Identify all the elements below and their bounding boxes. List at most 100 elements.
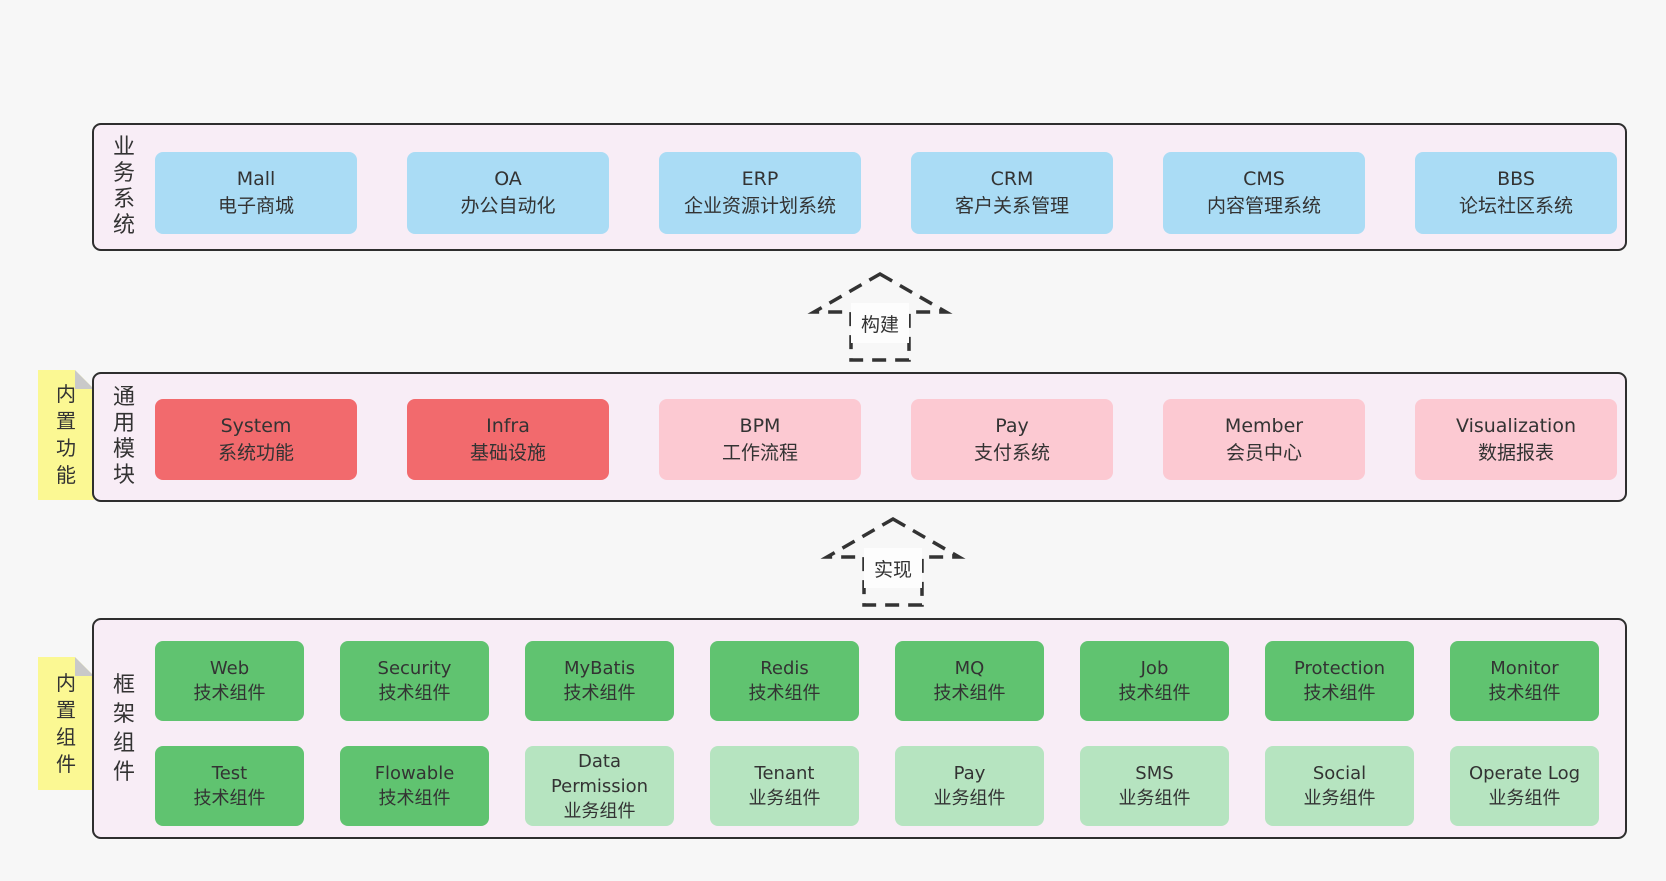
box-title: BPM bbox=[739, 414, 781, 437]
box-title: ERP bbox=[741, 168, 779, 190]
box-subtitle: 电子商城 bbox=[217, 195, 294, 217]
box-subtitle: 业务组件 bbox=[1303, 788, 1376, 809]
box-title: Protection bbox=[1293, 658, 1386, 679]
box-subtitle: 技术组件 bbox=[933, 683, 1006, 704]
box-subtitle: 技术组件 bbox=[563, 683, 636, 704]
box-oa: OA 办公自动化 bbox=[407, 152, 609, 234]
box-subtitle: 业务组件 bbox=[748, 788, 821, 809]
box-title: Test bbox=[211, 763, 248, 784]
band-components-label: 框 架 组 件 bbox=[112, 672, 135, 785]
box-subtitle: 业务组件 bbox=[1118, 788, 1191, 809]
box-subtitle: 基础设施 bbox=[469, 441, 546, 464]
arrow-implement-label: 实现 bbox=[864, 548, 922, 588]
box-title: Visualization bbox=[1455, 414, 1576, 437]
box-pay-biz: Pay 业务组件 bbox=[895, 746, 1044, 826]
sticky-note-builtin-components: 内 置 组 件 bbox=[38, 657, 94, 790]
box-title: Monitor bbox=[1490, 658, 1559, 679]
box-title: Pay bbox=[995, 414, 1029, 437]
box-test: Test 技术组件 bbox=[155, 746, 304, 826]
box-mq: MQ 技术组件 bbox=[895, 641, 1044, 721]
box-job: Job 技术组件 bbox=[1080, 641, 1229, 721]
box-subtitle: 技术组件 bbox=[193, 788, 266, 809]
box-subtitle: 论坛社区系统 bbox=[1458, 195, 1573, 217]
arrow-implement: 实现 bbox=[818, 516, 968, 608]
box-subtitle: 数据报表 bbox=[1477, 441, 1554, 464]
box-title: Pay bbox=[953, 763, 986, 784]
box-title: Operate Log bbox=[1468, 763, 1581, 784]
box-crm: CRM 客户关系管理 bbox=[911, 152, 1113, 234]
box-subtitle: 系统功能 bbox=[217, 441, 294, 464]
box-subtitle: 技术组件 bbox=[378, 683, 451, 704]
sticky-note-label: 内 置 功 能 bbox=[56, 382, 76, 487]
box-monitor: Monitor 技术组件 bbox=[1450, 641, 1599, 721]
box-subtitle: 技术组件 bbox=[1303, 683, 1376, 704]
box-title: Web bbox=[209, 658, 250, 679]
box-bpm: BPM 工作流程 bbox=[659, 399, 861, 480]
sticky-note-label: 内 置 组 件 bbox=[56, 670, 76, 776]
box-infra: Infra 基础设施 bbox=[407, 399, 609, 480]
up-arrow-dashed-icon bbox=[820, 516, 966, 607]
box-subtitle: 会员中心 bbox=[1225, 441, 1302, 464]
box-title: Tenant bbox=[754, 763, 815, 784]
box-pay: Pay 支付系统 bbox=[911, 399, 1113, 480]
box-subtitle: 工作流程 bbox=[721, 441, 798, 464]
box-mybatis: MyBatis 技术组件 bbox=[525, 641, 674, 721]
box-member: Member 会员中心 bbox=[1163, 399, 1365, 480]
sticky-note-builtin-features: 内 置 功 能 bbox=[38, 370, 94, 500]
box-title: Mall bbox=[236, 168, 276, 190]
box-title: CMS bbox=[1243, 168, 1285, 190]
arrow-build-label: 构建 bbox=[851, 303, 909, 343]
box-subtitle: 客户关系管理 bbox=[954, 195, 1069, 217]
box-title: MyBatis bbox=[564, 658, 635, 679]
box-title: OA bbox=[494, 168, 522, 190]
box-web: Web 技术组件 bbox=[155, 641, 304, 721]
box-title: CRM bbox=[990, 168, 1034, 190]
box-subtitle: 企业资源计划系统 bbox=[683, 195, 836, 217]
box-redis: Redis 技术组件 bbox=[710, 641, 859, 721]
box-operate-log: Operate Log 业务组件 bbox=[1450, 746, 1599, 826]
box-flowable: Flowable 技术组件 bbox=[340, 746, 489, 826]
up-arrow-dashed-icon bbox=[807, 271, 953, 362]
box-social: Social 业务组件 bbox=[1265, 746, 1414, 826]
arrow-build: 构建 bbox=[805, 271, 955, 363]
box-subtitle: 业务组件 bbox=[1488, 788, 1561, 809]
box-subtitle: 业务组件 bbox=[563, 800, 636, 822]
box-title: Member bbox=[1224, 414, 1304, 437]
box-title: Security bbox=[377, 658, 452, 679]
box-cms: CMS 内容管理系统 bbox=[1163, 152, 1365, 234]
box-title: SMS bbox=[1135, 763, 1174, 784]
box-security: Security 技术组件 bbox=[340, 641, 489, 721]
box-bbs: BBS 论坛社区系统 bbox=[1415, 152, 1617, 234]
box-title: Job bbox=[1140, 658, 1169, 679]
box-system: System 系统功能 bbox=[155, 399, 357, 480]
box-subtitle: 技术组件 bbox=[378, 788, 451, 809]
box-title: Flowable bbox=[374, 763, 455, 784]
box-data-permission: Data Permission 业务组件 bbox=[525, 746, 674, 826]
box-title: Redis bbox=[760, 658, 809, 679]
box-title: BBS bbox=[1497, 168, 1535, 190]
box-subtitle: 内容管理系统 bbox=[1206, 195, 1321, 217]
band-framework-components: 框 架 组 件 Web 技术组件 Security 技术组件 MyBatis 技… bbox=[92, 618, 1627, 839]
box-subtitle: 技术组件 bbox=[1488, 683, 1561, 704]
box-subtitle: 技术组件 bbox=[748, 683, 821, 704]
band-business-systems: 业 务 系 统 Mall 电子商城 OA 办公自动化 ERP 企业资源计划系统 … bbox=[92, 123, 1627, 251]
band-business-label: 业 务 系 统 bbox=[112, 135, 135, 238]
box-title: Data Permission bbox=[550, 750, 649, 797]
box-title: Social bbox=[1312, 763, 1367, 784]
box-subtitle: 办公自动化 bbox=[460, 195, 556, 217]
box-mall: Mall 电子商城 bbox=[155, 152, 357, 234]
box-subtitle: 业务组件 bbox=[933, 788, 1006, 809]
box-title: System bbox=[220, 414, 292, 437]
box-subtitle: 支付系统 bbox=[973, 441, 1050, 464]
band-common-modules: 通 用 模 块 System 系统功能 Infra 基础设施 BPM 工作流程 … bbox=[92, 372, 1627, 502]
box-sms: SMS 业务组件 bbox=[1080, 746, 1229, 826]
box-protection: Protection 技术组件 bbox=[1265, 641, 1414, 721]
box-title: Infra bbox=[486, 414, 530, 437]
box-visualization: Visualization 数据报表 bbox=[1415, 399, 1617, 480]
box-erp: ERP 企业资源计划系统 bbox=[659, 152, 861, 234]
box-subtitle: 技术组件 bbox=[193, 683, 266, 704]
box-title: MQ bbox=[954, 658, 985, 679]
box-tenant: Tenant 业务组件 bbox=[710, 746, 859, 826]
box-subtitle: 技术组件 bbox=[1118, 683, 1191, 704]
